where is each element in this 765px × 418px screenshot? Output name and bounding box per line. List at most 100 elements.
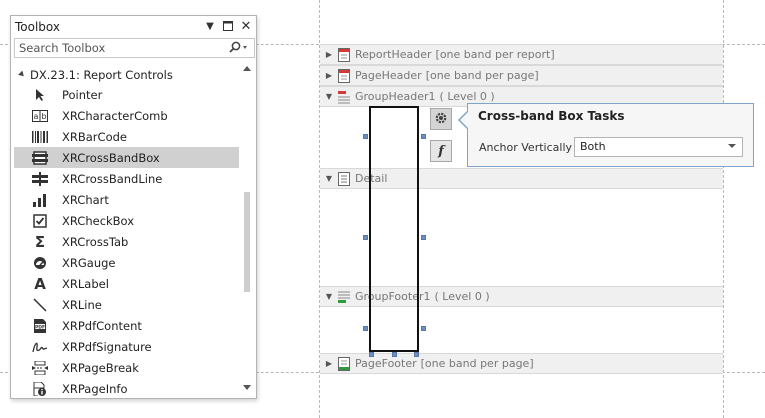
chevron-down-icon[interactable]: ▼ <box>325 174 333 183</box>
scroll-up-icon[interactable] <box>243 66 251 71</box>
chevron-right-icon[interactable]: ▶ <box>325 359 333 368</box>
toolbox-group-label: DX.23.1: Report Controls <box>30 68 173 82</box>
band-group-header[interactable]: ▼ GroupHeader1 ( Level 0 ) <box>320 86 723 107</box>
resize-handle[interactable] <box>363 134 368 139</box>
resize-handle[interactable] <box>363 235 368 240</box>
band-group-header-icon <box>338 90 350 104</box>
band-group-footer[interactable]: ▼ GroupFooter1 ( Level 0 ) <box>320 286 723 307</box>
svg-text:b: b <box>41 112 46 121</box>
resize-handle[interactable] <box>363 326 368 331</box>
resize-handle[interactable] <box>421 326 426 331</box>
barcode-icon <box>32 129 48 145</box>
toolbox-item-label: XRCheckBox <box>62 213 135 228</box>
scroll-down-icon[interactable] <box>243 385 251 390</box>
resize-handle[interactable] <box>414 352 419 357</box>
tasks-panel-title: Cross-band Box Tasks <box>478 109 625 123</box>
close-icon[interactable]: ✕ <box>240 18 252 34</box>
search-placeholder: Search Toolbox <box>19 41 106 55</box>
band-page-footer[interactable]: ▶ PageFooter [one band per page] <box>320 353 723 374</box>
cross-band-box-tasks-panel: Cross-band Box Tasks Anchor Vertically B… <box>467 103 754 167</box>
toolbox-item-label: XRPageInfo <box>62 381 128 396</box>
resize-handle[interactable] <box>392 352 397 357</box>
svg-text:PDF: PDF <box>35 324 45 330</box>
chevron-down-icon[interactable]: ▼ <box>325 292 333 301</box>
resize-handle[interactable] <box>421 134 426 139</box>
chevron-right-icon[interactable]: ▶ <box>325 50 333 59</box>
band-detail-body[interactable] <box>320 189 723 286</box>
anchor-vertically-label: Anchor Vertically <box>479 141 573 154</box>
toolbox-item-barcode[interactable]: XRBarCode <box>14 126 239 147</box>
toolbox-item-label: XRPdfSignature <box>62 339 152 354</box>
label-a-icon: A <box>34 274 46 293</box>
checkbox-icon <box>32 213 48 229</box>
toolbox-item-label: XRCrossBandLine <box>62 171 163 186</box>
toolbox-item-gauge[interactable]: XRGauge <box>14 252 239 273</box>
gear-icon <box>434 111 448 128</box>
band-note: ( Level 0 ) <box>439 90 495 103</box>
chevron-down-icon <box>728 144 736 148</box>
band-name: PageHeader <box>355 69 422 82</box>
toolbox-item-label: XRPageBreak <box>62 360 139 375</box>
toolbox-item-label: XRCharacterComb <box>62 108 168 123</box>
cross-band-box[interactable] <box>369 106 419 352</box>
toolbox-item-label: XRCrossBandBox <box>62 150 160 165</box>
pdf-icon: PDF <box>32 318 48 334</box>
band-group-footer-body[interactable] <box>320 307 723 353</box>
tasks-panel-pointer-fill <box>460 112 468 128</box>
band-name: GroupFooter1 <box>355 290 431 303</box>
band-note: [one band per page] <box>420 357 534 370</box>
resize-handle[interactable] <box>369 352 374 357</box>
toolbox-item-label: XRLabel <box>62 276 109 291</box>
expressions-button[interactable]: f <box>430 140 452 162</box>
toolbox-title-bar: Toolbox ▼ ✕ <box>11 16 256 38</box>
toolbox-item-cross-band-box[interactable]: XRCrossBandBox <box>14 147 239 168</box>
pointer-icon <box>32 87 48 103</box>
scrollbar-thumb[interactable] <box>244 192 250 292</box>
collapse-triangle-icon[interactable] <box>18 70 26 78</box>
band-note: ( Level 0 ) <box>434 290 490 303</box>
chevron-down-icon[interactable]: ▼ <box>325 92 333 101</box>
band-group-footer-icon <box>338 290 350 304</box>
band-name: ReportHeader <box>355 48 432 61</box>
toolbox-item-page-break[interactable]: XRPageBreak <box>14 357 239 378</box>
margin-guide-left <box>319 0 320 418</box>
band-note: [one band per report] <box>435 48 555 61</box>
toolbox-item-pointer[interactable]: Pointer <box>14 84 239 105</box>
dropdown-triangle-icon[interactable]: ▼ <box>206 20 214 32</box>
toolbox-item-label[interactable]: A XRLabel <box>14 273 239 294</box>
toolbox-item-line[interactable]: XRLine <box>14 294 239 315</box>
page-info-icon <box>32 381 48 397</box>
toolbox-item-cross-band-line[interactable]: XRCrossBandLine <box>14 168 239 189</box>
band-detail[interactable]: ▼ Detail <box>320 168 723 189</box>
band-page-footer-icon <box>338 356 350 371</box>
toolbox-item-crosstab[interactable]: Σ XRCrossTab <box>14 231 239 252</box>
band-page-header[interactable]: ▶ PageHeader [one band per page] <box>320 65 723 86</box>
toolbox-item-pdf-signature[interactable]: XRPdfSignature <box>14 336 239 357</box>
chevron-right-icon[interactable]: ▶ <box>325 71 333 80</box>
maximize-icon[interactable] <box>222 19 234 33</box>
toolbox-item-pdf-content[interactable]: PDF XRPdfContent <box>14 315 239 336</box>
page-break-icon <box>32 360 48 376</box>
band-report-header[interactable]: ▶ ReportHeader [one band per report] <box>320 44 723 65</box>
toolbox-title: Toolbox <box>15 20 60 34</box>
resize-handle[interactable] <box>421 235 426 240</box>
margin-guide-right <box>723 0 724 418</box>
gauge-icon <box>32 255 48 271</box>
band-report-header-icon <box>338 47 350 62</box>
toolbox-item-label: XRLine <box>62 297 102 312</box>
toolbox-group-header[interactable]: DX.23.1: Report Controls <box>18 68 173 82</box>
toolbox-scrollbar[interactable] <box>242 66 252 394</box>
sigma-icon: Σ <box>34 232 46 251</box>
toolbox-item-checkbox[interactable]: XRCheckBox <box>14 210 239 231</box>
toolbox-item-chart[interactable]: XRChart <box>14 189 239 210</box>
cross-band-box-icon <box>32 150 48 166</box>
toolbox-item-page-info[interactable]: XRPageInfo <box>14 378 239 399</box>
smart-tag-button[interactable] <box>430 108 452 130</box>
search-icon[interactable] <box>228 41 248 55</box>
toolbox-search-input[interactable]: Search Toolbox <box>14 38 255 58</box>
toolbox-item-label: XRGauge <box>62 255 116 270</box>
anchor-vertically-select[interactable]: Both <box>574 137 743 157</box>
